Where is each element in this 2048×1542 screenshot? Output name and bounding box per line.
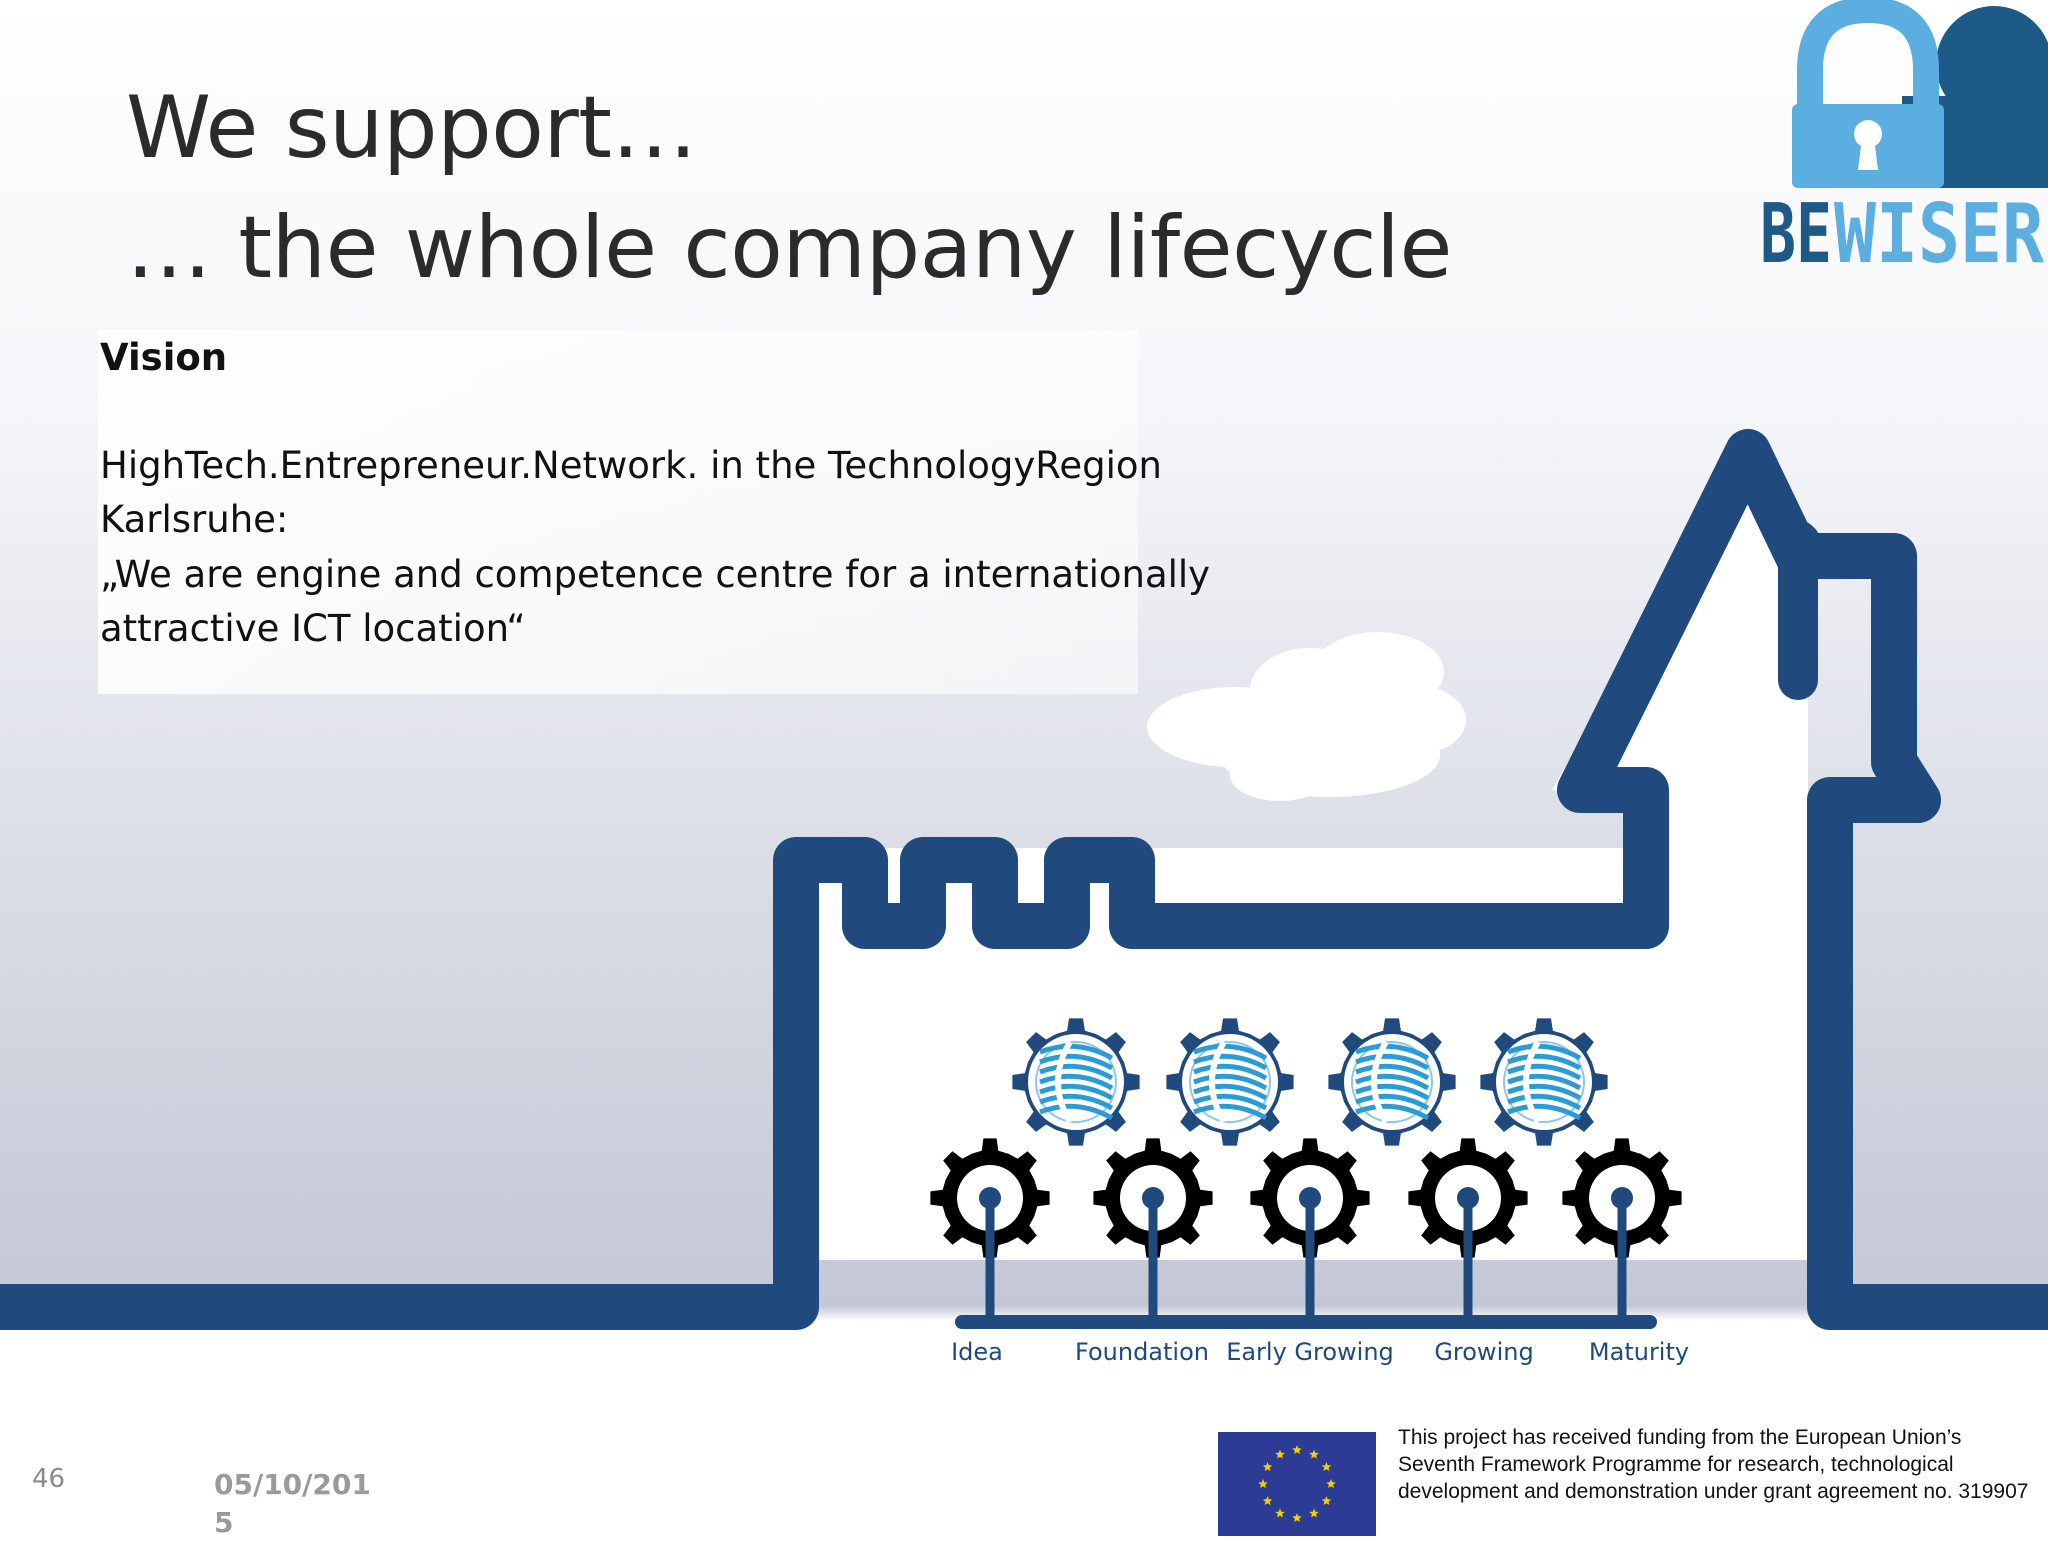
eu-flag-icon <box>1218 1432 1376 1536</box>
vision-line: attractive ICT location“ <box>100 607 526 650</box>
slide-date: 05/10/2015 <box>214 1468 371 1539</box>
cloud-icon <box>1147 632 1466 801</box>
eu-star-icon <box>1292 1513 1302 1522</box>
page-number: 46 <box>32 1464 66 1494</box>
stage-label-idea: Idea <box>951 1338 1003 1366</box>
stage-label-growing: Growing <box>1434 1338 1534 1366</box>
logo-text-be: BE <box>1760 187 1832 270</box>
eu-star-icon <box>1275 1449 1285 1459</box>
eu-star-icon <box>1309 1449 1319 1459</box>
black-gear-icon <box>1093 1138 1213 1322</box>
globe-gears <box>1012 1018 1608 1146</box>
title-line-2: … the whole company lifecycle <box>126 198 1452 298</box>
eu-star-icon <box>1262 1462 1273 1471</box>
lock-cloud-logo-icon <box>1792 0 2048 188</box>
vision-heading: Vision <box>100 336 228 379</box>
eu-star-icon <box>1275 1508 1285 1518</box>
bewiser-logo: BE WISER <box>1760 0 2048 270</box>
eu-star-icon <box>1321 1496 1332 1505</box>
eu-star-icon <box>1258 1479 1268 1488</box>
eu-star-icon <box>1321 1462 1332 1471</box>
title-line-1: We support… <box>126 78 697 178</box>
castle-outline <box>0 429 2048 1330</box>
eu-star-icon <box>1292 1445 1302 1454</box>
eu-star-icon <box>1309 1508 1319 1518</box>
eu-star-icon <box>1326 1479 1336 1488</box>
stage-label-early-growing: Early Growing <box>1226 1338 1394 1366</box>
funding-notice: This project has received funding from t… <box>1398 1426 2029 1503</box>
globe-gear-icon <box>1328 1018 1456 1146</box>
black-gear-icon <box>1408 1138 1528 1322</box>
globe-gear-icon <box>1166 1018 1294 1146</box>
logo-text-wiser: WISER <box>1834 187 2045 270</box>
black-gear-icon <box>1562 1138 1682 1322</box>
vision-line: Karlsruhe: <box>100 498 289 541</box>
vision-panel <box>98 330 1138 694</box>
globe-gear-icon <box>1012 1018 1140 1146</box>
black-gears <box>930 1138 1682 1322</box>
black-gear-icon <box>930 1138 1050 1322</box>
stage-label-maturity: Maturity <box>1588 1338 1690 1366</box>
globe-gear-icon <box>1480 1018 1608 1146</box>
vision-line: „We are engine and competence centre for… <box>100 553 1211 596</box>
eu-star-icon <box>1262 1496 1273 1505</box>
stage-label-foundation: Foundation <box>1075 1338 1209 1366</box>
vision-line: HighTech.Entrepreneur.Network. in the Te… <box>100 444 1162 487</box>
black-gear-icon <box>1250 1138 1370 1322</box>
